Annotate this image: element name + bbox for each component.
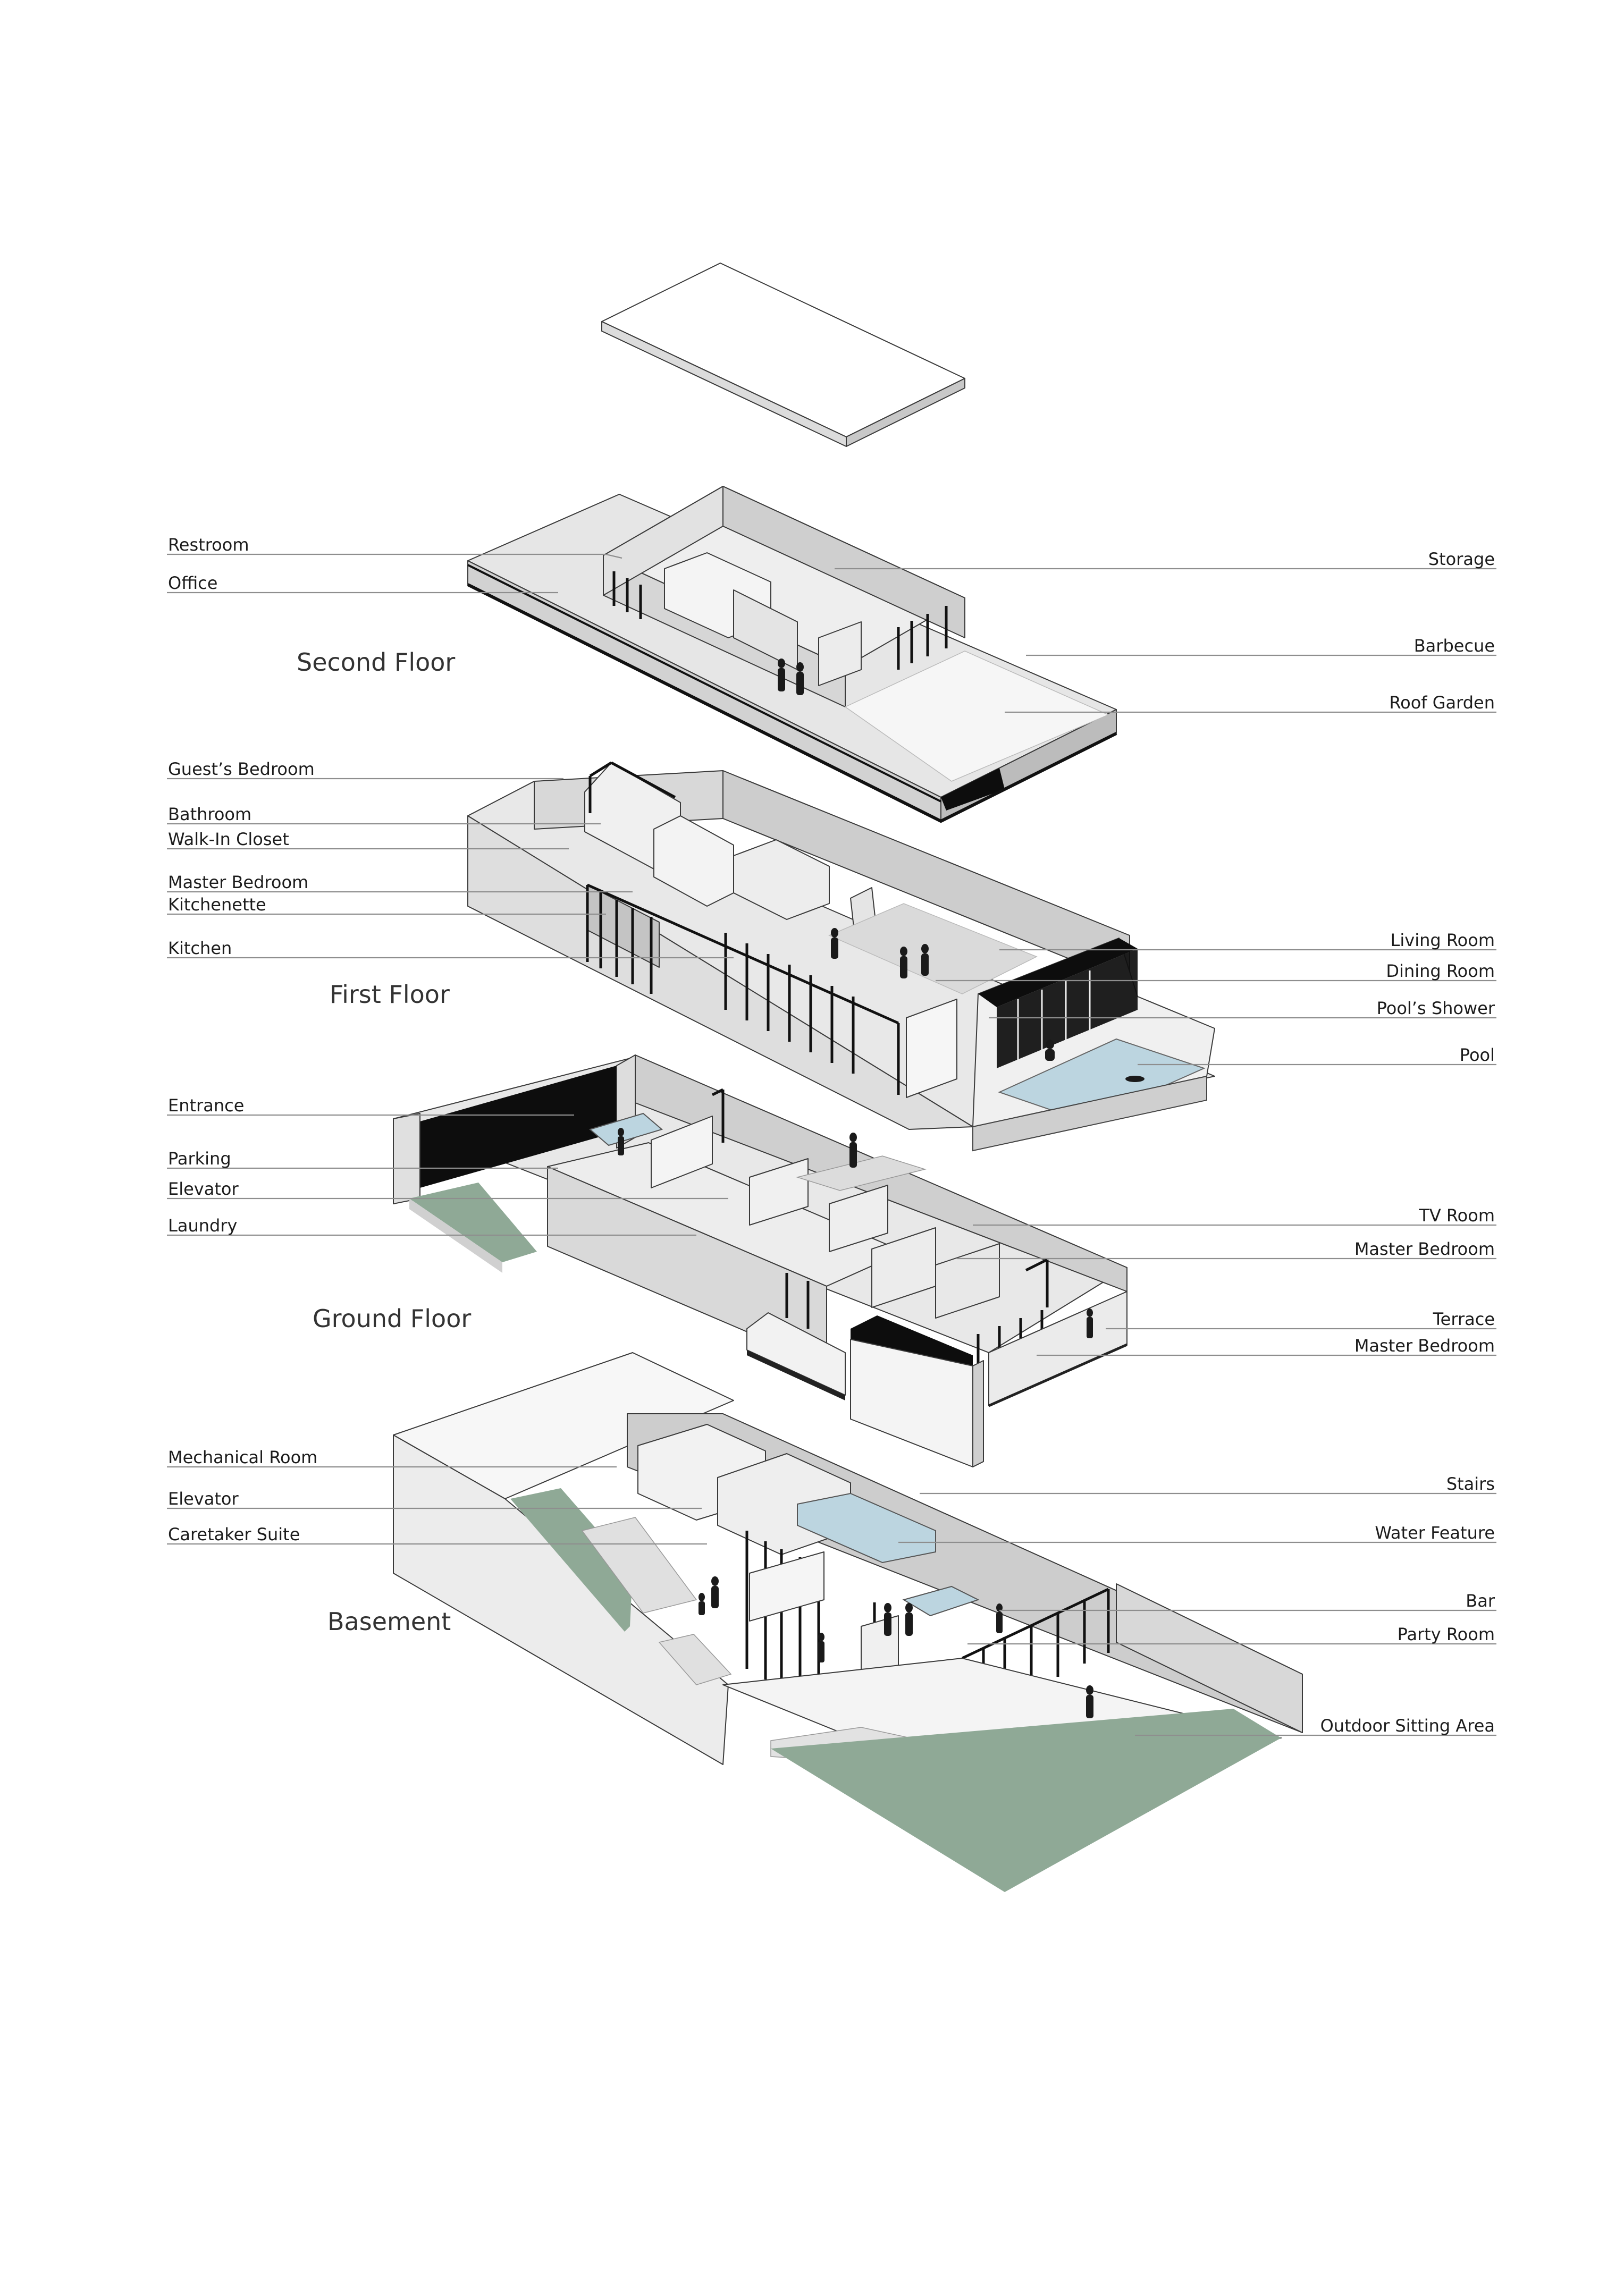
first-floor-model (467, 761, 1215, 1152)
ground-floor-model (393, 1054, 1128, 1467)
label-bar: Bar (1466, 1591, 1495, 1611)
label-dining-room: Dining Room (1386, 961, 1495, 981)
label-master-bedroom-first: Master Bedroom (168, 872, 308, 892)
label-walk-in-closet: Walk-In Closet (168, 829, 289, 849)
label-entrance: Entrance (168, 1095, 244, 1116)
label-water-feature: Water Feature (1375, 1523, 1495, 1543)
label-pools-shower: Pool’s Shower (1377, 998, 1495, 1018)
label-elevator-basement: Elevator (168, 1489, 239, 1509)
label-living-room: Living Room (1391, 930, 1495, 950)
label-terrace: Terrace (1433, 1309, 1495, 1329)
second-floor-model (467, 486, 1117, 823)
label-elevator-ground: Elevator (168, 1179, 239, 1199)
labels-right: Storage Barbecue Roof Garden Living Room… (1320, 549, 1495, 1736)
basement-model (393, 1352, 1303, 1892)
label-storage: Storage (1428, 549, 1495, 569)
label-barbecue: Barbecue (1414, 636, 1495, 656)
label-master-bedroom-ground-1: Master Bedroom (1354, 1239, 1495, 1259)
label-caretaker-suite: Caretaker Suite (168, 1524, 300, 1544)
label-kitchen: Kitchen (168, 938, 232, 958)
label-mechanical-room: Mechanical Room (168, 1447, 317, 1467)
label-master-bedroom-ground-2: Master Bedroom (1354, 1336, 1495, 1356)
label-bathroom: Bathroom (168, 804, 251, 824)
label-stairs: Stairs (1446, 1474, 1495, 1494)
label-pool: Pool (1460, 1045, 1495, 1065)
floor-title-basement: Basement (327, 1607, 451, 1636)
label-tv-room: TV Room (1418, 1205, 1495, 1226)
label-outdoor-sitting-area: Outdoor Sitting Area (1320, 1716, 1495, 1736)
label-laundry: Laundry (168, 1215, 237, 1236)
label-kitchenette: Kitchenette (168, 894, 266, 915)
leader-lines (167, 553, 1496, 1736)
roof-slab (601, 263, 965, 447)
floor-title-ground: Ground Floor (313, 1304, 471, 1333)
label-guests-bedroom: Guest’s Bedroom (168, 759, 315, 779)
floor-title-second: Second Floor (297, 648, 455, 677)
labels-left: Restroom Office Guest’s Bedroom Bathroom… (168, 535, 317, 1544)
label-office: Office (168, 573, 217, 593)
label-restroom: Restroom (168, 535, 249, 555)
label-roof-garden: Roof Garden (1389, 693, 1495, 713)
label-parking: Parking (168, 1149, 231, 1169)
floor-title-first: First Floor (330, 980, 450, 1009)
label-party-room: Party Room (1398, 1624, 1495, 1644)
